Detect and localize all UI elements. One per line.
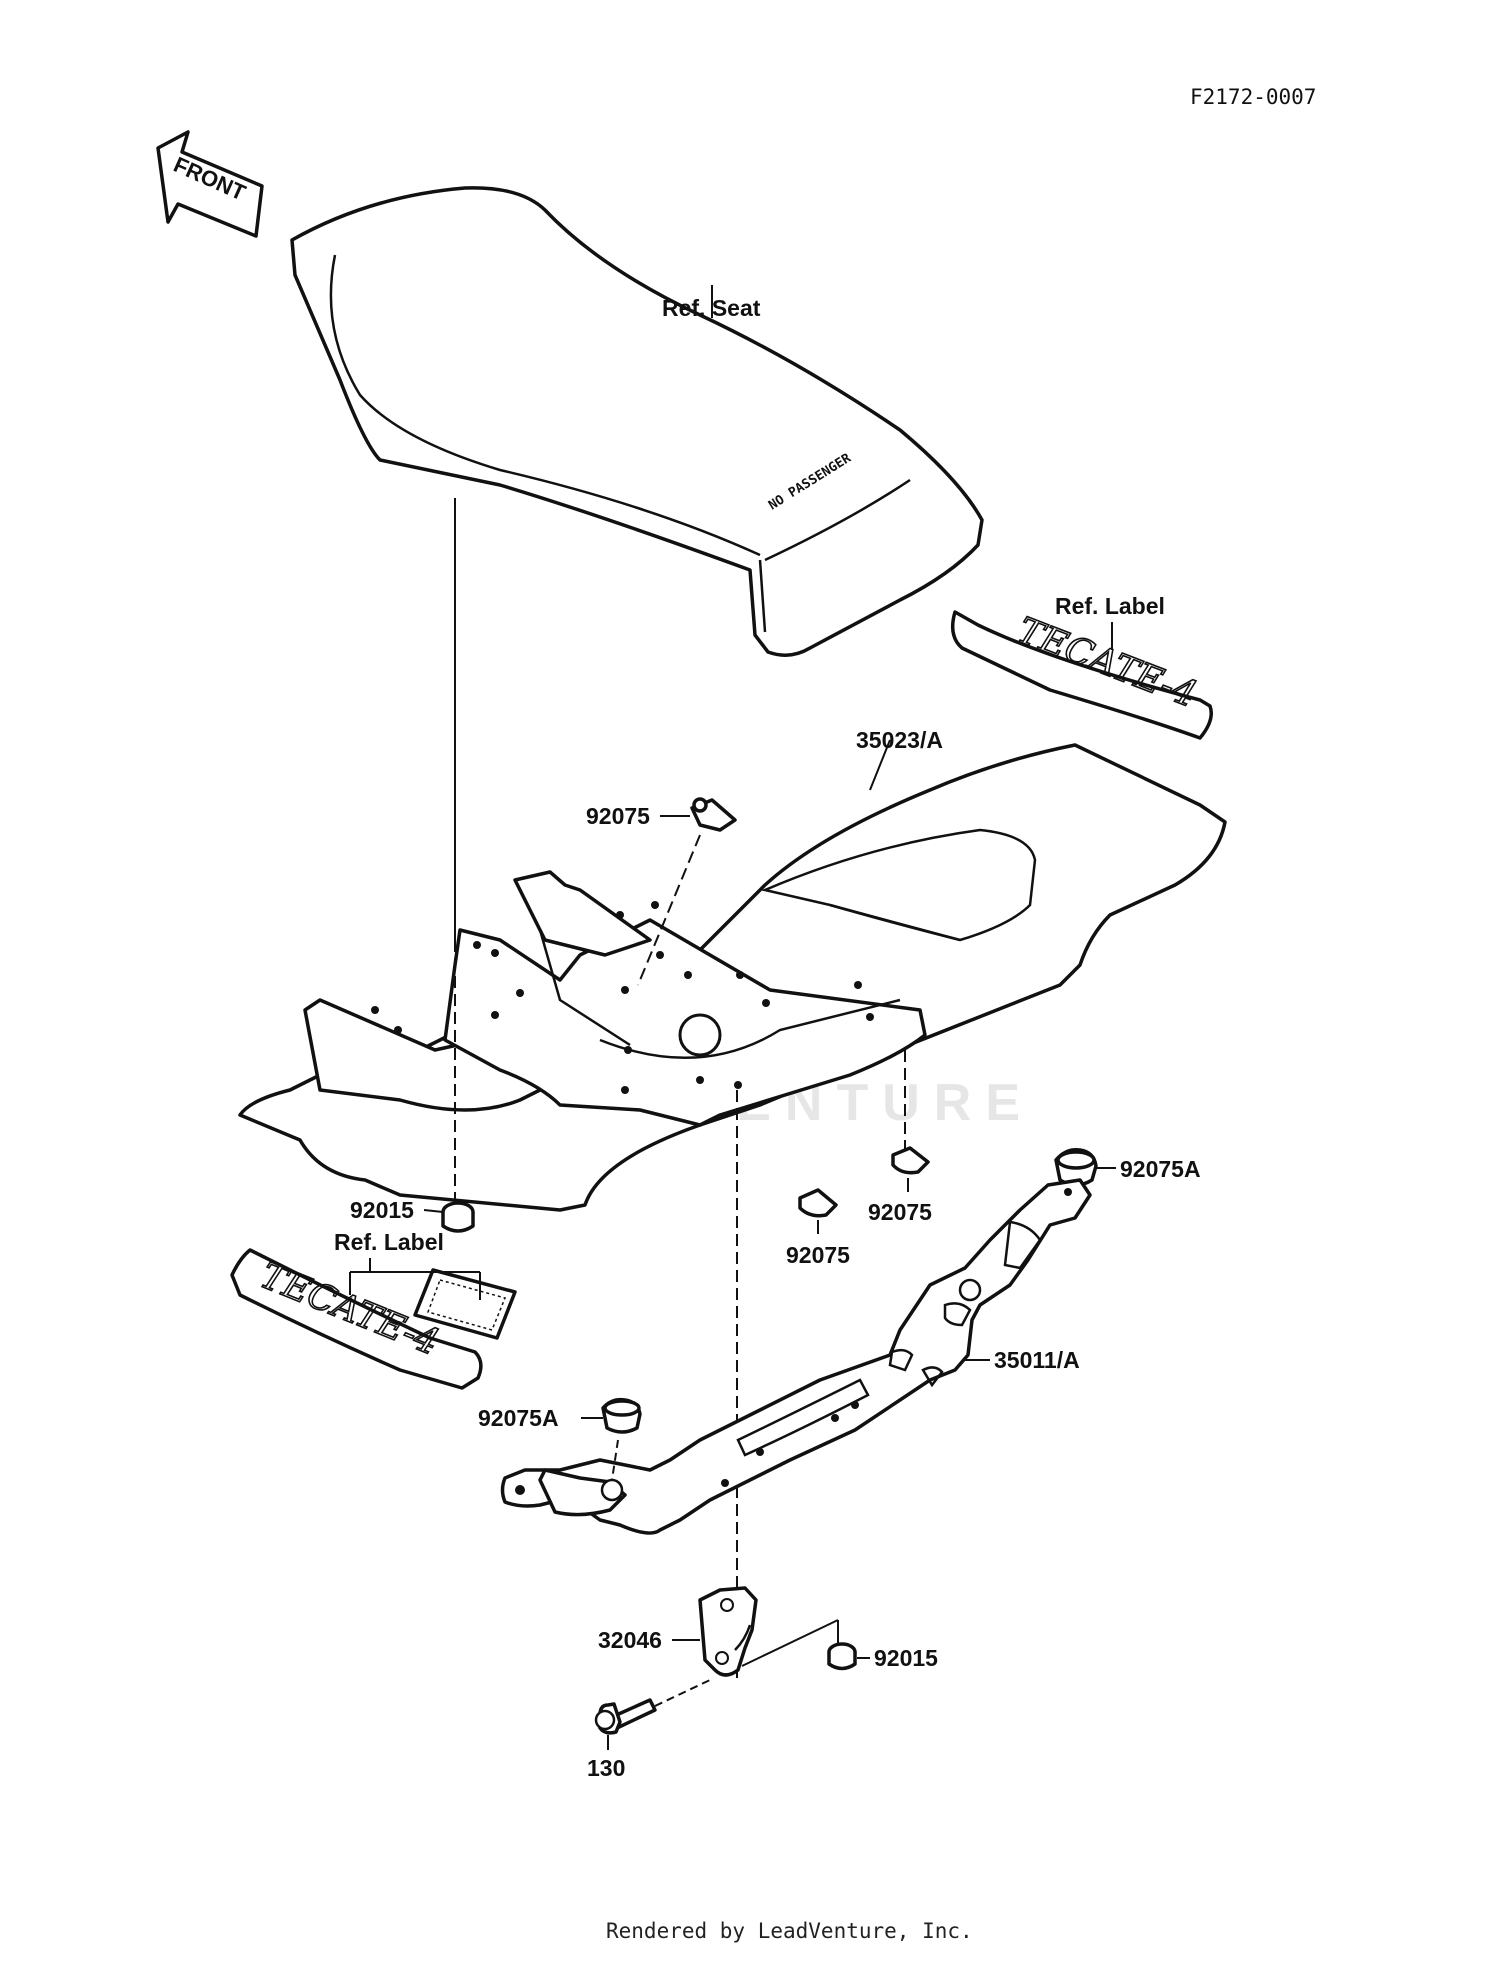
rubber-92075A-right: [1054, 1147, 1098, 1187]
p92015-left-label: 92015: [350, 1197, 414, 1223]
seat-illustration: NO PASSENGER: [290, 186, 984, 657]
clip-92075-top: [690, 797, 737, 832]
ref-seat-label: Ref. Seat: [662, 295, 761, 321]
clip-92075-right: [891, 1146, 930, 1175]
clip-92075-mid: [798, 1188, 838, 1218]
p92075-right-label: 92075: [868, 1199, 932, 1225]
drawing-code: F2172-0007: [1190, 85, 1316, 109]
p35011-label: 35011/A: [994, 1347, 1080, 1373]
rear-fender-illustration: [238, 743, 1227, 1212]
rubber-92075A-left: [601, 1397, 642, 1434]
frame-bracket-illustration: [500, 1178, 1092, 1535]
label-decal-top: TECATE-4: [950, 609, 1213, 740]
front-arrow: FRONT: [156, 130, 264, 238]
p35023-leader: [869, 739, 891, 791]
p92075-mid-label: 92075: [786, 1242, 850, 1268]
p92075-top-label: 92075: [586, 803, 650, 829]
p130-label: 130: [587, 1755, 625, 1781]
p35023-label: 35023/A: [856, 727, 943, 753]
nut-92015-right: [827, 1642, 857, 1671]
p92075A-right-label: 92075A: [1120, 1156, 1201, 1182]
footer-credit: Rendered by LeadVenture, Inc.: [606, 1919, 973, 1943]
bolt-130: [594, 1698, 657, 1735]
p92015-right-label: 92015: [874, 1645, 938, 1671]
p32046-label: 32046: [598, 1627, 662, 1653]
bracket-32046: [698, 1586, 758, 1677]
nut-92015-left: [441, 1201, 475, 1233]
p92075A-left-label: 92075A: [478, 1405, 559, 1431]
ref-label-bottom: Ref. Label: [334, 1229, 444, 1255]
label-sticker-small: [413, 1268, 517, 1340]
ref-label-top: Ref. Label: [1055, 593, 1165, 619]
